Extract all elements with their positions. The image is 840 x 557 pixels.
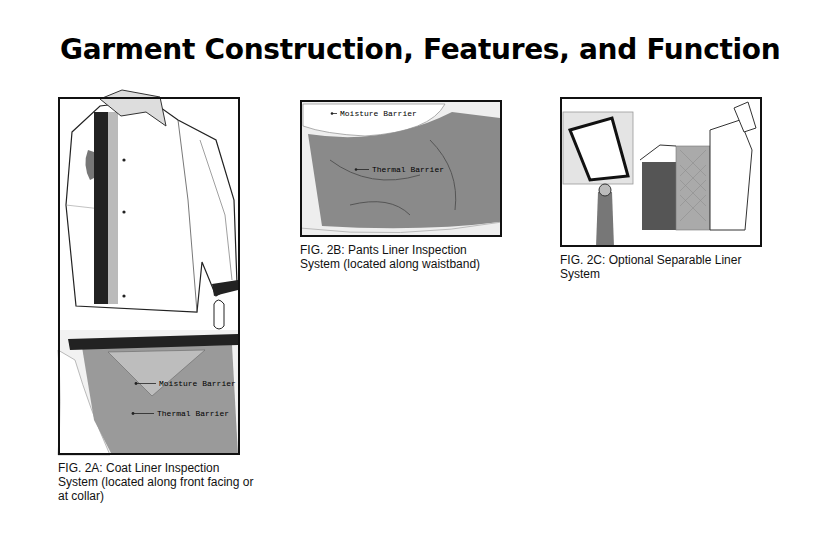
fabric-folds [330, 140, 456, 215]
leader-line [133, 413, 154, 414]
coat-illustration [58, 90, 240, 332]
detail-panel [563, 112, 633, 184]
shell-panel [642, 162, 676, 230]
part-label: Moisture Barrier [340, 109, 417, 118]
sleeve-seam [200, 140, 232, 280]
collar-band [68, 334, 238, 350]
part-label: Thermal Barrier [157, 409, 229, 418]
glove-tab [214, 300, 224, 329]
figure-caption: FIG. 2A: Coat Liner Inspection System (l… [58, 461, 254, 503]
collar [100, 90, 166, 126]
front-facing [108, 112, 118, 304]
leader-dot [135, 382, 138, 385]
inset-ground [58, 330, 240, 455]
leader-line [356, 169, 369, 170]
waistband-edge [300, 222, 502, 233]
leader-line [136, 383, 156, 384]
liner-corner [570, 118, 628, 180]
snap [122, 210, 125, 213]
sleeve [710, 120, 752, 230]
cuff [734, 102, 756, 132]
snap-fastener [599, 184, 611, 196]
quilting [680, 150, 706, 221]
pants-liner-illustration [300, 100, 502, 237]
moisture-barrier-fabric [108, 350, 205, 396]
liner-panel [676, 146, 710, 230]
sleeve-seam [178, 120, 197, 312]
attachment-strap [596, 192, 614, 247]
thermal-barrier-fabric [82, 345, 238, 455]
pants-ground [300, 100, 502, 237]
snap [122, 294, 125, 297]
separable-liner-illustration [560, 97, 762, 247]
page-title: Garment Construction, Features, and Func… [60, 33, 780, 66]
leader-dot [331, 112, 334, 115]
leader-dot [132, 412, 135, 415]
figure-caption: FIG. 2C: Optional Separable Liner System [560, 253, 750, 281]
leader-dot [355, 168, 358, 171]
snap [122, 158, 125, 161]
liner-peek [85, 150, 94, 180]
coat-body [66, 100, 237, 312]
front-opening [94, 112, 108, 304]
wristlet [212, 280, 238, 296]
figure-frame: FIG. 2C: Optional Separable Liner System [560, 97, 762, 247]
figure-frame: FIG. 2A: Coat Liner Inspection System (l… [58, 97, 240, 455]
thermal-barrier-fabric [308, 112, 500, 228]
part-label: Thermal Barrier [372, 165, 444, 174]
part-label: Moisture Barrier [159, 379, 236, 388]
coat-liner-inset [58, 330, 240, 455]
liner-ground [560, 97, 762, 247]
figure-caption: FIG. 2B: Pants Liner Inspection System (… [300, 243, 486, 271]
collar-edge [640, 145, 676, 160]
coat-ground [58, 97, 240, 332]
